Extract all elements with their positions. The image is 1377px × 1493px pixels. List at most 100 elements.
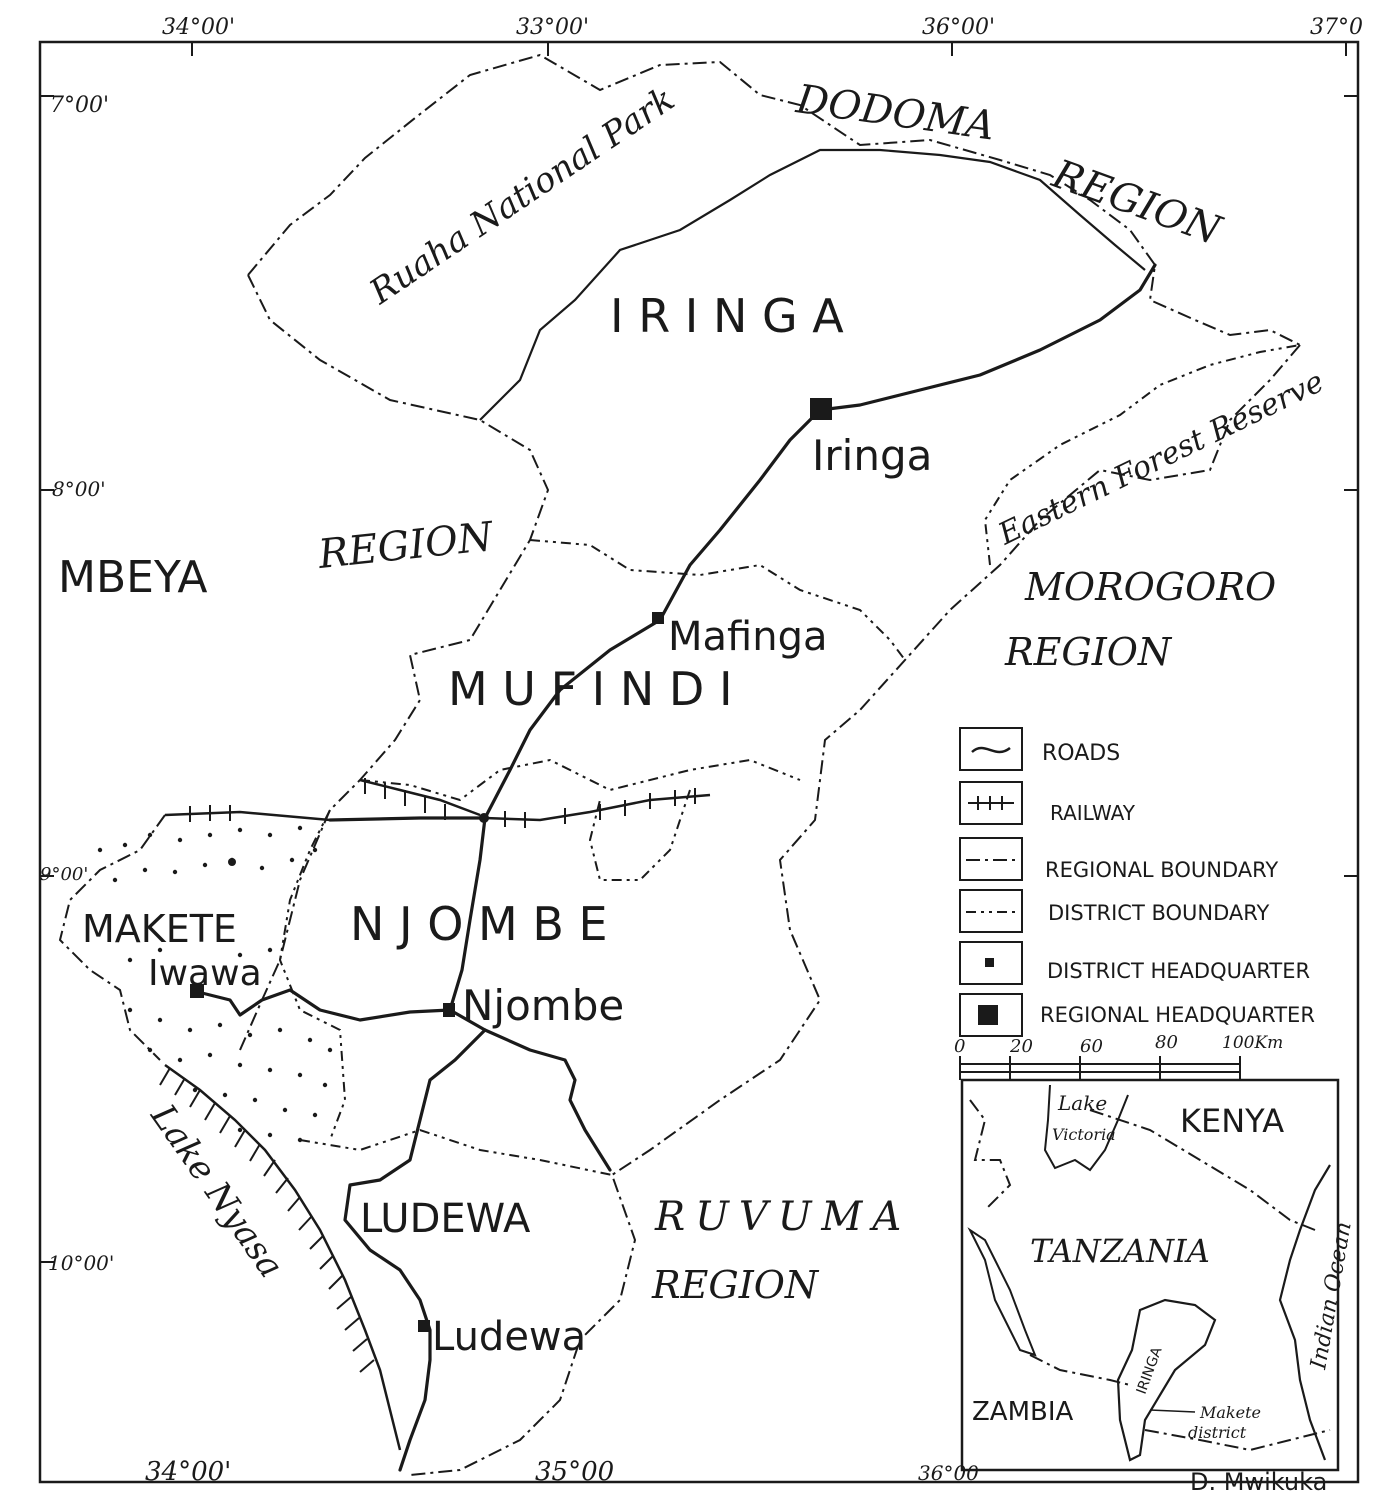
region-label-mbeya: MBEYA [58,552,208,603]
iringa-region-boundary-east [409,344,1301,1476]
iringa-region-boundary-west [239,274,550,1051]
feature-label-eastern-forest: Eastern Forest Reserve [992,364,1329,552]
mufindi-district-boundary [529,539,906,661]
region-label-ruvuma: RUVUMA [654,1194,911,1240]
scale-label-80: 80 [1155,1032,1178,1053]
legend-railway-symbol [968,796,1014,810]
legend-district-hq-symbol [985,958,994,967]
inset-map: Lake Victoria KENYA TANZANIA IRINGA Indi… [960,1078,1357,1472]
town-label-iwawa: Iwawa [148,953,262,994]
legend-key-regional-hq [959,993,1023,1037]
scale-label-20: 20 [1009,1036,1033,1057]
lat-label-7: 7°00' [50,93,109,118]
road-main-tanzam [448,263,1157,1012]
scale-bar: 0 20 60 80 100Km [954,1032,1283,1080]
inset-west-border [969,1099,1012,1211]
legend-key-district-hq [959,941,1023,985]
lon-label-bottom-1: 34°00' [145,1457,231,1487]
inset-lake-tanganyika [967,1227,1037,1357]
lat-label-8: 8°00' [52,477,106,501]
ludewa-district-boundary [299,1128,613,1176]
district-label-mufindi: M U F I N D I [448,662,733,716]
njombe-district-boundary-east [588,789,691,881]
region-label-mbeya-2: REGION [315,514,497,578]
lat-label-10: 10°00' [48,1251,114,1275]
road-njombe-east [448,1008,612,1172]
legend-road-symbol [971,746,1011,754]
inset-lake-victoria [1043,1084,1129,1172]
legend-label-district-hq: DISTRICT HEADQUARTER [1047,959,1310,983]
scale-label-60: 60 [1080,1036,1103,1057]
ruaha-park-boundary [479,148,1146,421]
legend-key-railway [959,781,1023,825]
region-label-morogoro-2: REGION [1004,630,1173,674]
inset-label-makete: Makete [1199,1403,1261,1422]
district-label-makete: MAKETE [82,907,237,951]
lon-label-top-2: 33°00' [516,15,589,40]
inset-label-victoria: Victoria [1052,1125,1116,1144]
legend-label-railway: RAILWAY [1050,801,1136,825]
ludewa-hq-marker [418,1320,430,1332]
eastern-forest-boundary [983,344,1301,566]
lon-label-top-3: 36°00' [922,15,995,40]
region-label-morogoro: MOROGORO [1024,565,1276,609]
iringa-region-boundary [247,53,1301,346]
inset-iringa-outline [1116,1298,1217,1462]
railway-ties [189,778,696,828]
inset-label-tanzania: TANZANIA [1030,1232,1210,1270]
region-label-dodoma: DODOMA [793,76,998,149]
town-label-mafinga: Mafinga [668,614,827,660]
inset-label-iringa: IRINGA [1134,1345,1166,1397]
makete-district-boundary [278,809,347,1141]
road-iwawa-njombe [196,988,452,1022]
inset-frame [960,1078,1340,1472]
town-label-ludewa: Ludewa [432,1314,586,1360]
map-credit: D. Mwikuka [1190,1468,1327,1493]
inset-label-zambia: ZAMBIA [972,1397,1074,1427]
legend-label-road: ROADS [1042,741,1120,766]
road-railway-junction [328,816,487,822]
scale-label-100km: 100Km [1222,1033,1283,1053]
district-label-iringa: I R I N G A [610,289,844,343]
makete-west-boundary [58,814,166,1061]
legend-key-road [959,727,1023,771]
scale-label-0: 0 [954,1036,965,1057]
lon-label-top-4: 37°0 [1310,15,1363,40]
iwawa-hq-marker [190,984,204,998]
legend-key-district-boundary [959,889,1023,933]
legend-label-district-boundary: DISTRICT BOUNDARY [1048,901,1270,925]
inset-label-district: district [1188,1423,1247,1442]
feature-label-lake-nyasa: Lake Nyasa [142,1096,291,1285]
feature-label-ruaha: Ruaha National Park [362,79,682,313]
lat-label-9: 9°00' [40,864,88,885]
legend: ROADS RAILWAY REGIONAL BOUNDARY DISTRICT… [959,727,1315,1037]
town-label-njombe: Njombe [462,981,624,1030]
district-label-njombe: N J O M B E [350,897,608,951]
inset-label-indian-ocean: Indian Ocean [1306,1220,1357,1372]
scale-bar-line [959,1056,1241,1080]
railway-junction-marker [479,813,489,823]
district-label-ludewa: LUDEWA [360,1196,531,1242]
lon-label-bottom-3: 36°00 [918,1461,979,1485]
iringa-regional-hq-marker [810,398,832,420]
lon-label-bottom-2: 35°00 [535,1457,614,1487]
inset-label-kenya: KENYA [1180,1102,1284,1140]
njombe-hq-marker [443,1003,455,1017]
legend-regional-hq-symbol [978,1005,998,1025]
region-label-ruvuma-2: REGION [651,1263,820,1307]
legend-key-regional-boundary [959,837,1023,881]
makete-dot-marker [228,858,236,866]
lon-label-top-1: 34°00' [162,15,235,40]
inset-zambia-border [1029,1354,1131,1386]
inset-coastline [1278,1164,1331,1461]
inset-makete-pointer [1149,1409,1196,1413]
inset-malawi-border [1144,1429,1331,1452]
town-label-iringa: Iringa [812,431,932,480]
road-njombe-ludewa [343,1028,487,1472]
graticule-ticks [40,42,1358,1263]
lake-nyasa-hatching [159,1067,375,1373]
railway-branch [359,778,481,817]
map-frame [38,40,1360,1484]
legend-label-regional-hq: REGIONAL HEADQUARTER [1040,1003,1315,1027]
legend-label-regional-boundary: REGIONAL BOUNDARY [1045,858,1278,882]
